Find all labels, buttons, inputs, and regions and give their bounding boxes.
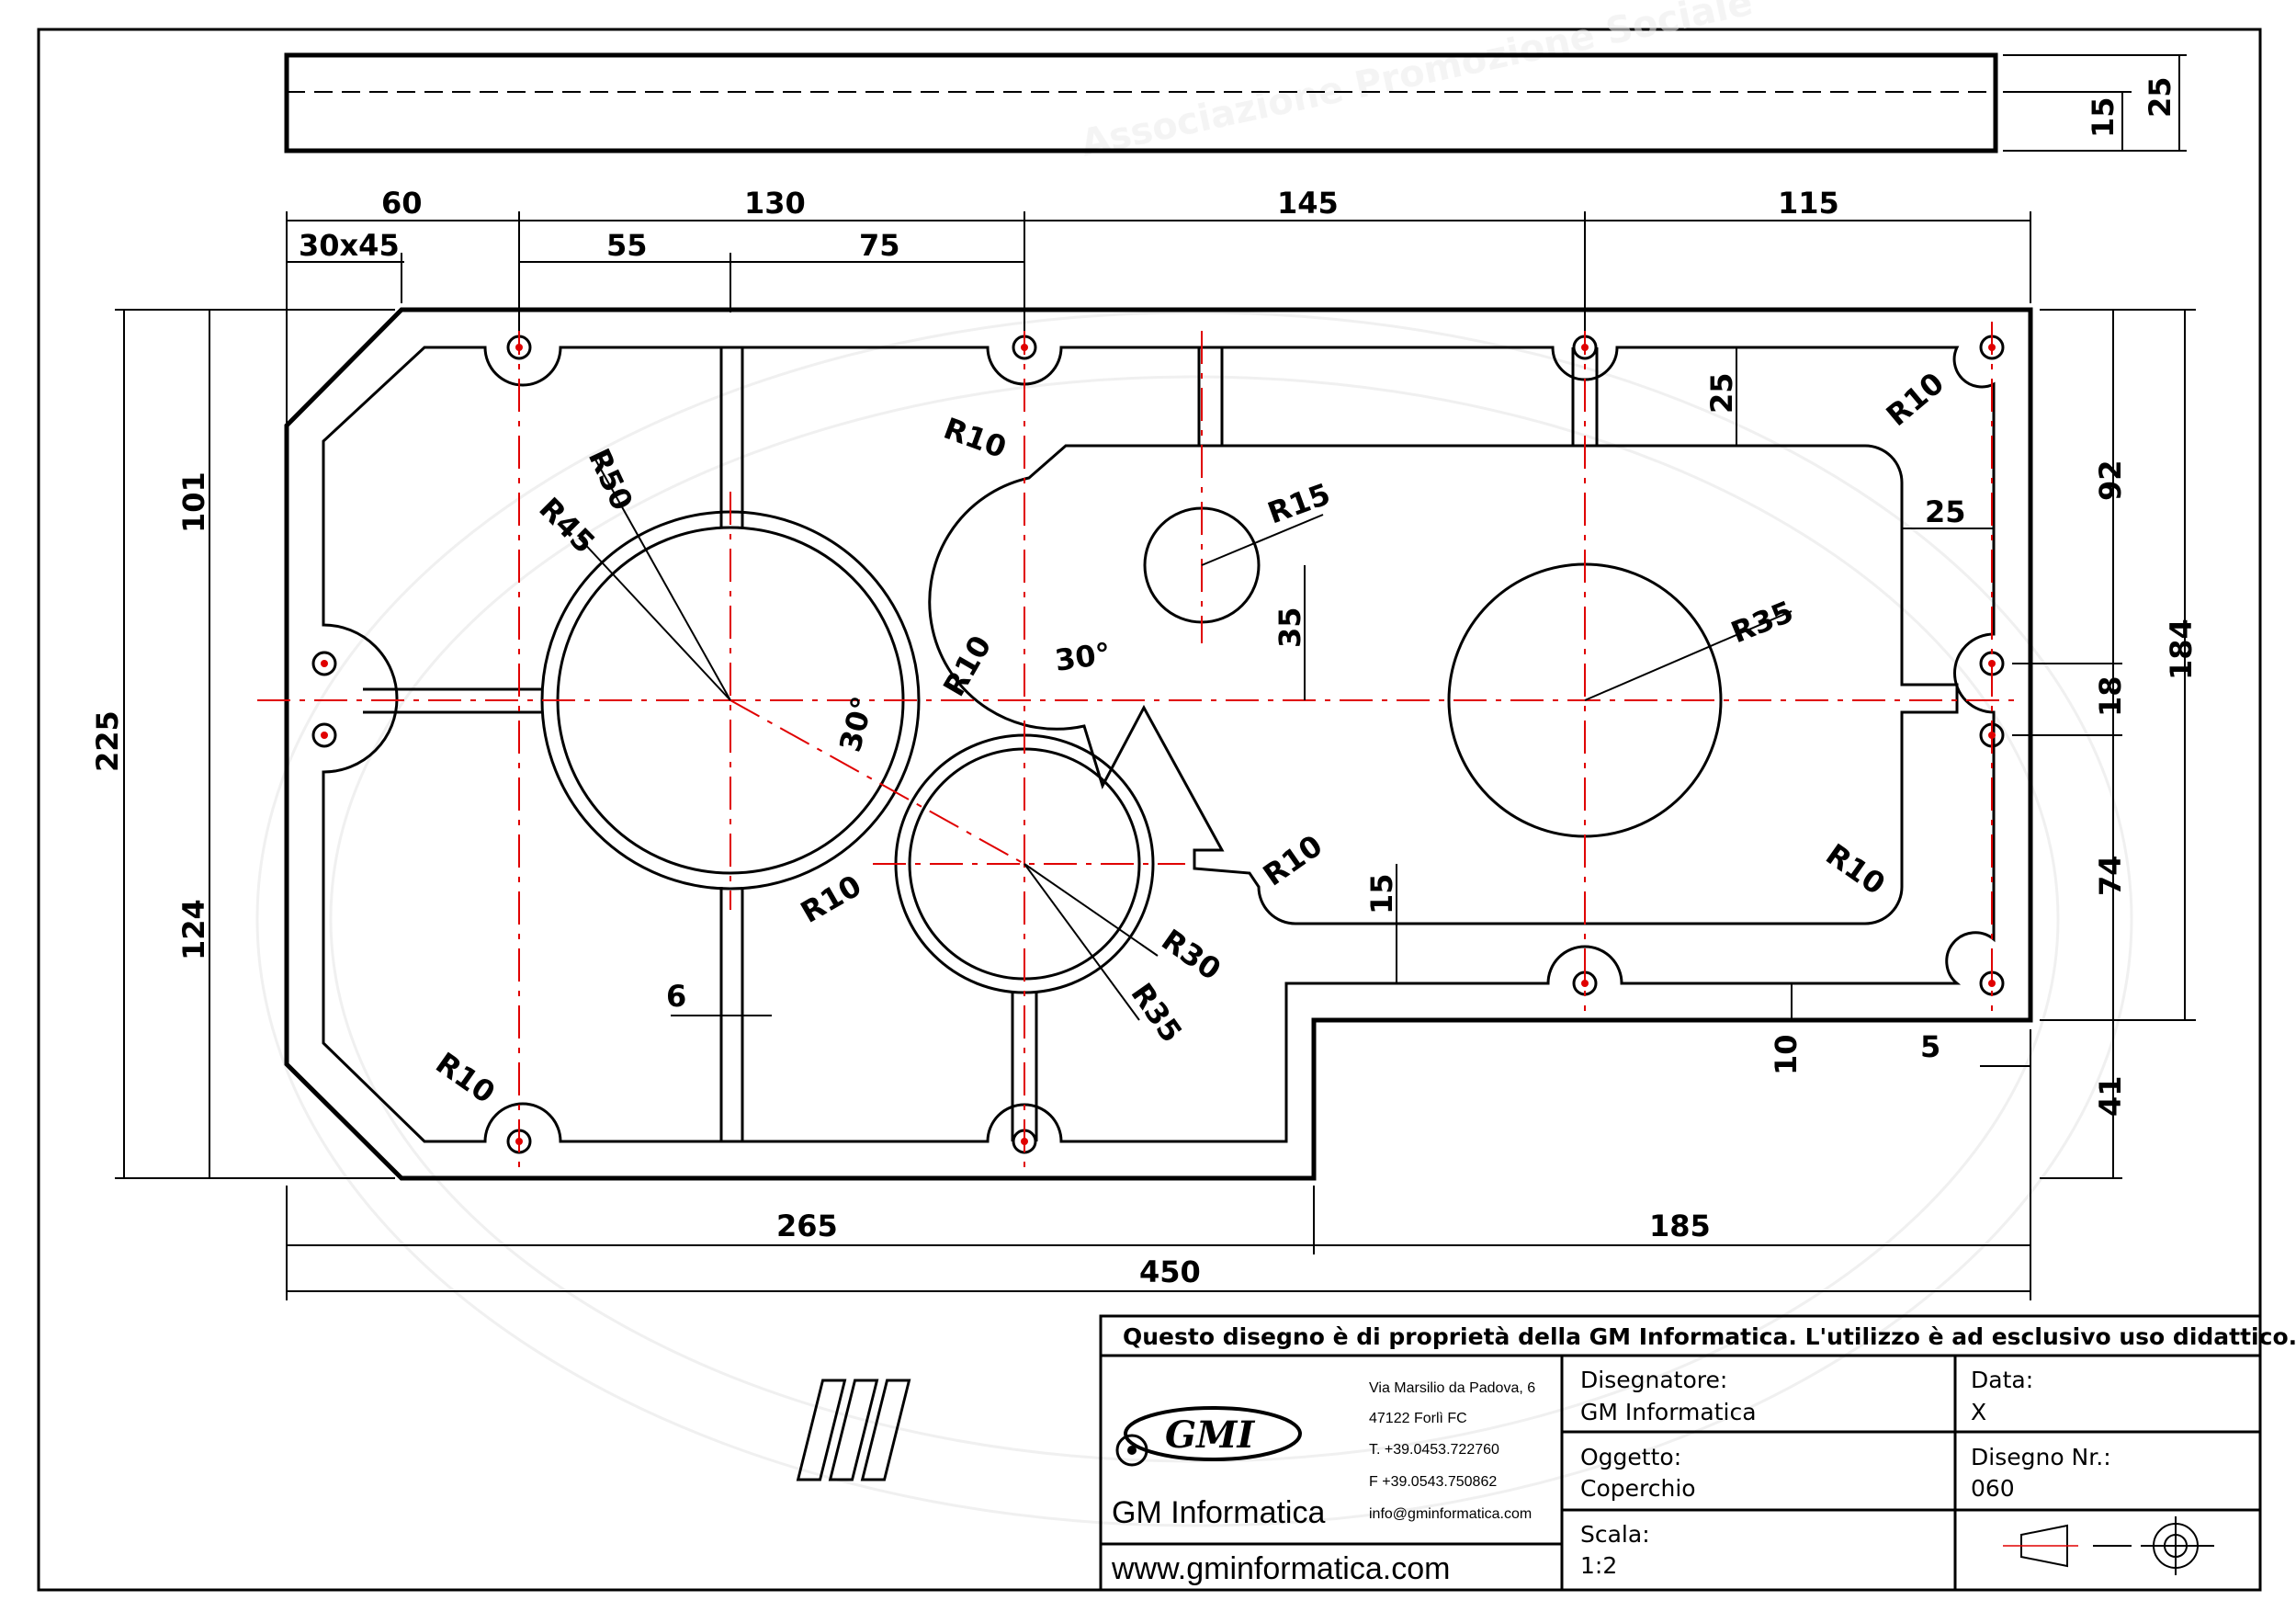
scale-label: Scala: <box>1580 1521 1650 1548</box>
notice-text: Questo disegno è di proprietà della GM I… <box>1123 1323 2296 1350</box>
projection-symbol-icon <box>2003 1516 2214 1575</box>
dim-30x45: 30x45 <box>299 228 400 263</box>
dim-74: 74 <box>2093 855 2128 896</box>
company-name: GM Informatica <box>1112 1495 1325 1530</box>
phone: T. +39.0453.722760 <box>1369 1442 1499 1458</box>
dim-101: 101 <box>176 471 211 533</box>
designer-label: Disegnatore: <box>1580 1367 1727 1393</box>
designer-value: GM Informatica <box>1580 1399 1757 1425</box>
dim-130: 130 <box>744 186 806 221</box>
dim-265: 265 <box>776 1209 838 1243</box>
date-label: Data: <box>1971 1367 2033 1393</box>
radius-r10-c: R10 <box>795 868 867 929</box>
dim-25-a: 25 <box>1704 372 1739 414</box>
address-line-2: 47122 Forlì FC <box>1369 1411 1467 1426</box>
dim-10: 10 <box>1769 1034 1804 1075</box>
radius-r10-f: R10 <box>1819 836 1891 902</box>
gmi-logo: GMI <box>796 1379 1302 1481</box>
radius-r10-a: R10 <box>939 411 1011 465</box>
radius-r30: R30 <box>1155 922 1227 987</box>
dim-115: 115 <box>1778 186 1839 221</box>
dim-15: 15 <box>1364 873 1399 914</box>
angle-30-a: 30° <box>1053 636 1113 678</box>
dim-124: 124 <box>176 899 211 960</box>
dim-6: 6 <box>666 979 686 1014</box>
radius-r10-d: R10 <box>1257 828 1329 893</box>
dim-55: 55 <box>606 228 648 263</box>
radius-r45: R45 <box>532 491 602 561</box>
side-view: 15 25 <box>284 52 2187 153</box>
dim-450: 450 <box>1139 1254 1201 1289</box>
radius-r10-g: R10 <box>429 1045 501 1110</box>
radius-r50: R50 <box>582 443 640 516</box>
drawing-no-label: Disegno Nr.: <box>1971 1444 2111 1470</box>
watermark-text: Associazione Promozione Sociale <box>1078 0 1757 165</box>
dim-25-side: 25 <box>2143 76 2177 118</box>
scale-value: 1:2 <box>1580 1552 1617 1579</box>
center-lines <box>257 322 2021 1167</box>
dim-60: 60 <box>381 186 423 221</box>
dim-15-side: 15 <box>2086 96 2121 138</box>
dim-35: 35 <box>1272 607 1307 648</box>
plan-view <box>257 307 2033 1181</box>
dim-184: 184 <box>2164 619 2199 680</box>
angle-30-b: 30° <box>832 693 880 755</box>
website-link[interactable]: www.gminformatica.com <box>1111 1551 1450 1586</box>
outer-contour <box>284 307 2033 1181</box>
email[interactable]: info@gminformatica.com <box>1369 1506 1532 1522</box>
title-block: Questo disegno è di proprietà della GM I… <box>796 1314 2296 1592</box>
dim-225: 225 <box>90 710 125 772</box>
dim-92: 92 <box>2093 460 2128 501</box>
logo-text: GMI <box>1165 1413 1255 1457</box>
dim-185: 185 <box>1649 1209 1711 1243</box>
date-value: X <box>1971 1399 1986 1425</box>
inner-contour <box>322 346 1996 1143</box>
object-label: Oggetto: <box>1580 1444 1681 1470</box>
address-line-1: Via Marsilio da Padova, 6 <box>1369 1380 1535 1396</box>
radius-r35-right: R35 <box>1726 594 1798 650</box>
dim-41: 41 <box>2093 1075 2128 1117</box>
watermark: Associazione Promozione Sociale <box>255 0 2133 1527</box>
dim-5: 5 <box>1920 1029 1940 1064</box>
dim-145: 145 <box>1277 186 1339 221</box>
object-value: Coperchio <box>1580 1475 1696 1502</box>
dim-18: 18 <box>2093 675 2128 717</box>
radius-r10-e: R10 <box>1880 366 1951 434</box>
dim-25-b: 25 <box>1925 494 1966 529</box>
drawing-no-value: 060 <box>1971 1475 2015 1502</box>
fax: F +39.0543.750862 <box>1369 1474 1497 1490</box>
dim-75: 75 <box>859 228 900 263</box>
radius-r15: R15 <box>1263 476 1335 530</box>
dimension-lines <box>115 211 2196 1300</box>
right-pocket <box>928 444 1959 925</box>
